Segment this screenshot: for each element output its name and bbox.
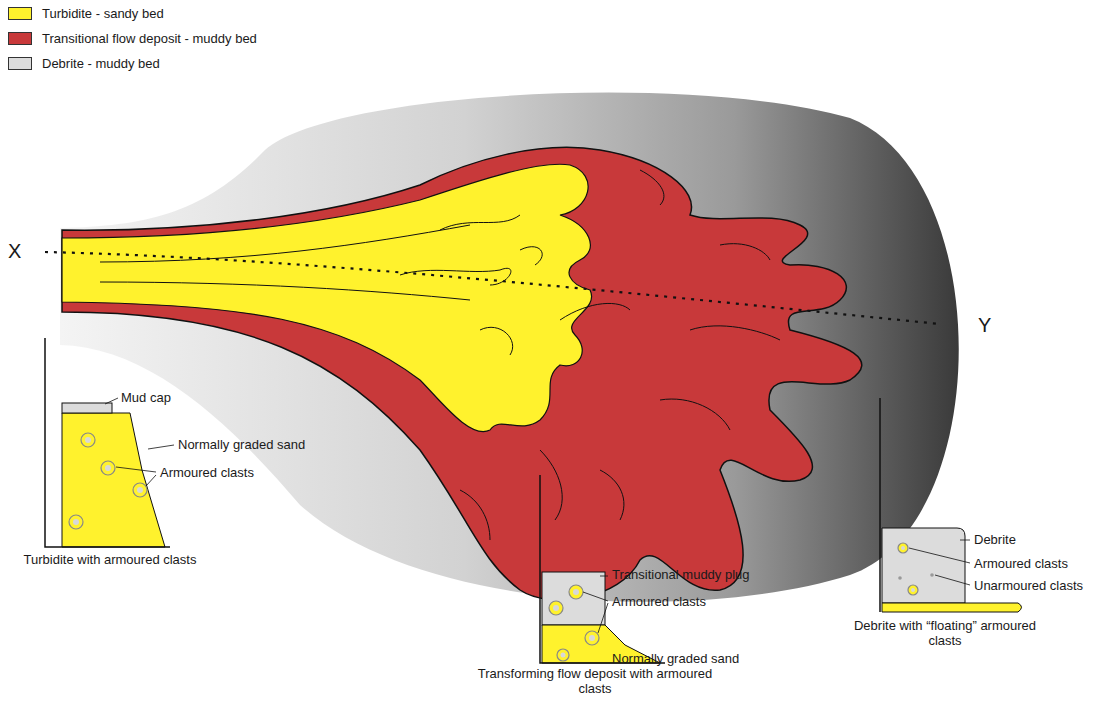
- callout-label: Armoured clasts: [974, 556, 1068, 571]
- callout-label: Transitional muddy plug: [612, 567, 750, 582]
- section-end-label: Y: [978, 314, 991, 336]
- legend-text: Turbidite - sandy bed: [42, 6, 164, 21]
- callout-label: Normally graded sand: [178, 437, 305, 452]
- callout-label: Debrite: [974, 532, 1016, 547]
- inset-caption: Transforming flow deposit with armoured …: [470, 666, 720, 696]
- legend-text: Debrite - muddy bed: [42, 56, 160, 71]
- legend-swatch: [8, 32, 32, 45]
- callout-label: Armoured clasts: [160, 465, 254, 480]
- callout-label: Unarmoured clasts: [974, 578, 1083, 593]
- section-end-label: X: [8, 240, 21, 262]
- callout-label: Mud cap: [121, 390, 171, 405]
- legend-text: Transitional flow deposit - muddy bed: [42, 31, 257, 46]
- inset-caption: Turbidite with armoured clasts: [10, 552, 210, 567]
- legend-swatch: [8, 7, 32, 20]
- callout-label: Normally graded sand: [612, 651, 739, 666]
- inset-caption: Debrite with “floating” armoured clasts: [845, 618, 1045, 648]
- legend-swatch: [8, 57, 32, 70]
- callout-label: Armoured clasts: [612, 594, 706, 609]
